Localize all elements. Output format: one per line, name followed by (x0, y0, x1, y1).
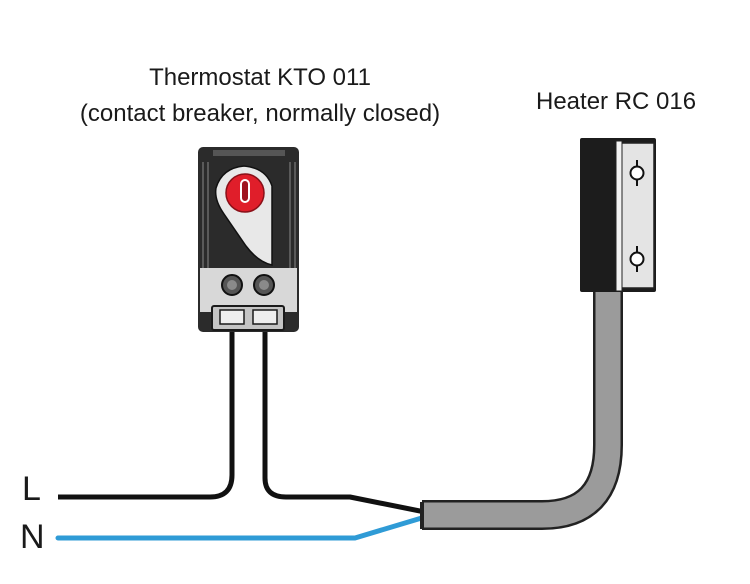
heater-title: Heater RC 016 (536, 88, 697, 115)
neutral-wire (55, 514, 428, 541)
heater-mount-hole-icon (629, 246, 645, 272)
thermostat-label: Thermostat KTO 011 (contact breaker, nor… (0, 60, 520, 132)
line-wire-label: L (22, 470, 41, 508)
thermostat-terminal-screw (253, 274, 275, 296)
heater-body (580, 138, 656, 292)
thermostat-terminal-screw (221, 274, 243, 296)
thermostat-subtitle: (contact breaker, normally closed) (79, 100, 441, 127)
neutral-wire-label: N (20, 518, 45, 556)
thermostat-knob[interactable] (225, 173, 265, 213)
thermostat-title: Thermostat KTO 011 (149, 64, 371, 91)
line-wire-in (58, 318, 235, 500)
line-wire-out (262, 318, 426, 515)
heater-mount-hole-icon (629, 160, 645, 186)
heater-cable (420, 290, 623, 530)
